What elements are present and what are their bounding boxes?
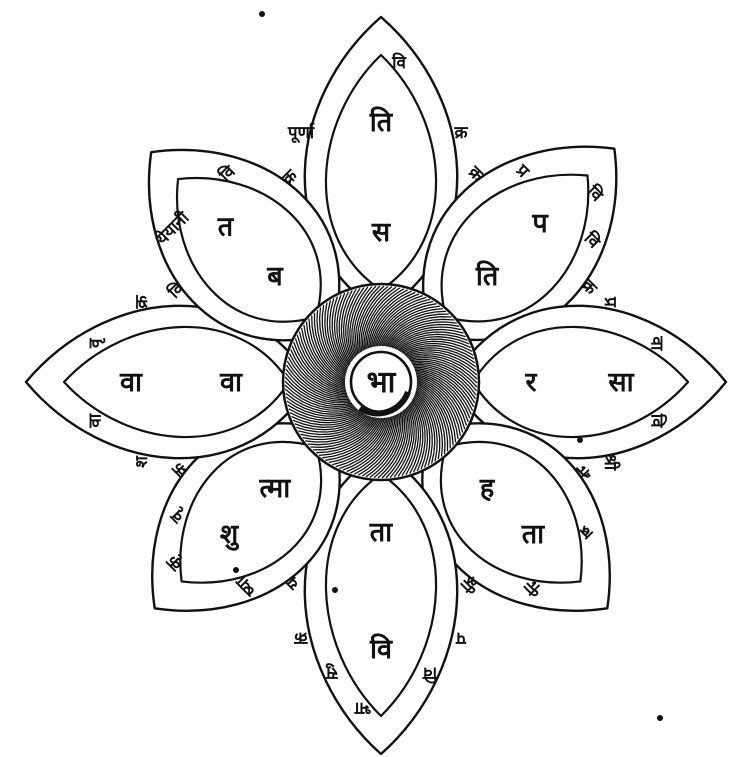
rim-syllable-e-2: वि — [647, 413, 668, 429]
rim-syllable-e-3: श्री — [600, 453, 621, 471]
rim-syllable-e-1: वा — [647, 335, 667, 350]
hub: भा — [283, 284, 479, 480]
rim-syllable-s-2: भा — [354, 698, 371, 718]
petal-syllable-w-1: वा — [219, 367, 243, 398]
petal-syllable-nw-0: त — [217, 211, 235, 242]
petal-syllable-sw-0: शु — [220, 519, 240, 551]
ink-dot — [657, 715, 663, 721]
rim-syllable-w-3: क्र — [132, 295, 152, 310]
petal-syllable-sw-1: त्मा — [259, 473, 292, 504]
petal-syllable-se-0: ता — [521, 519, 545, 550]
petal-syllable-n-0: ति — [369, 106, 394, 138]
petal-syllable-n-1: स — [371, 217, 392, 248]
ink-dot — [259, 11, 265, 17]
rim-syllable-s-3: सु — [325, 663, 339, 683]
petal-syllable-ne-0: प — [531, 208, 549, 239]
petal-syllable-s-1: ता — [369, 517, 393, 548]
rim-syllable-n-2: क्र — [453, 123, 468, 143]
petal-syllable-w-0: वा — [119, 367, 143, 398]
rim-syllable-w-1: वा — [85, 413, 105, 428]
center-syllable: भा — [367, 365, 397, 400]
petal-syllable-e-0: सा — [607, 367, 634, 398]
rim-syllable-n-0: पूर्णा — [287, 122, 315, 144]
petal-syllable-e-1: र — [524, 367, 537, 398]
ink-dot — [332, 587, 338, 593]
ink-dot — [577, 437, 583, 443]
rim-syllable-w-0: श — [132, 455, 152, 468]
petal-syllable-nw-1: ब — [266, 261, 284, 292]
rim-syllable-s-1: वि — [422, 663, 438, 684]
rim-syllable-n-1: वि — [391, 52, 407, 73]
rim-syllable-e-0: प्र — [600, 296, 620, 308]
ink-dot — [233, 567, 239, 573]
petal-syllable-s-0: वि — [369, 633, 393, 665]
rim-syllable-s-0: प — [455, 628, 467, 648]
petal-syllable-ne-1: ति — [475, 260, 500, 292]
rim-syllable-s-4: क्र — [294, 628, 309, 648]
rim-syllable-w-2: वृ — [85, 337, 105, 349]
petal-syllable-se-1: ह — [479, 473, 496, 504]
